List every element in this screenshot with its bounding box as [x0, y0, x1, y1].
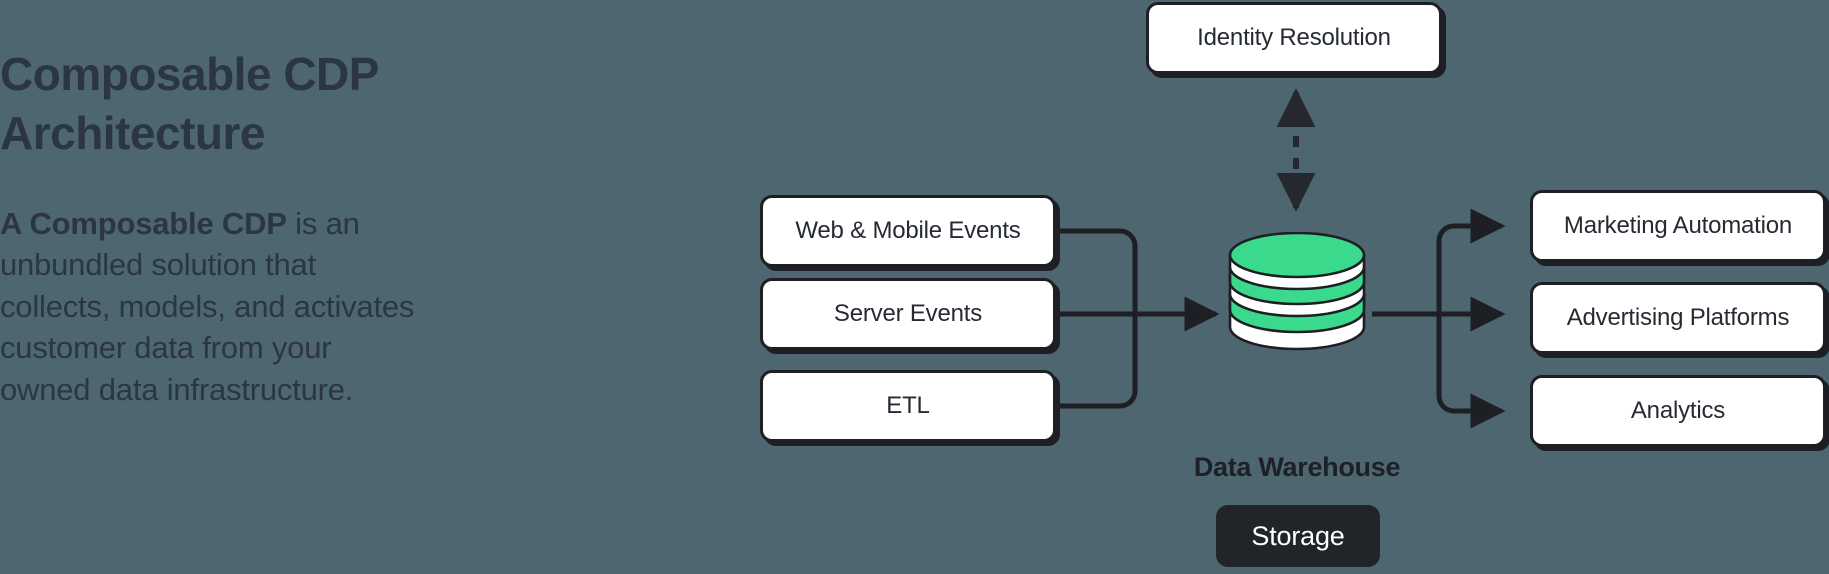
data-warehouse-label: Data Warehouse [1193, 452, 1401, 482]
node-identity-resolution[interactable]: Identity Resolution [1146, 2, 1442, 74]
node-advertising-platforms[interactable]: Advertising Platforms [1530, 282, 1826, 354]
storage-badge: Storage [1216, 505, 1380, 567]
node-marketing-automation[interactable]: Marketing Automation [1530, 190, 1826, 262]
source-connectors [1059, 228, 1138, 409]
storage-badge-label: Storage [1251, 520, 1345, 551]
node-web-mobile-events[interactable]: Web & Mobile Events [760, 195, 1056, 267]
node-analytics-label: Analytics [1630, 397, 1726, 424]
destination-connectors [1372, 208, 1506, 429]
intro-copy-block: Composable CDP Architecture A Composable… [0, 45, 430, 410]
node-web-mobile-events-label: Web & Mobile Events [795, 217, 1021, 244]
node-server-events-label: Server Events [833, 300, 983, 327]
node-etl-label: ETL [886, 392, 930, 419]
node-advertising-platforms-label: Advertising Platforms [1566, 304, 1790, 331]
node-analytics[interactable]: Analytics [1530, 375, 1826, 447]
database-icon [1227, 232, 1367, 357]
node-marketing-automation-label: Marketing Automation [1563, 212, 1793, 239]
intro-paragraph: A Composable CDP is an unbundled solutio… [0, 203, 430, 411]
node-etl[interactable]: ETL [760, 370, 1056, 442]
node-identity-resolution-label: Identity Resolution [1197, 24, 1391, 51]
intro-paragraph-rest: is an unbundled solution that collects, … [0, 205, 415, 407]
node-server-events[interactable]: Server Events [760, 278, 1056, 350]
intro-paragraph-emphasis: A Composable CDP [0, 205, 287, 241]
page-title: Composable CDP Architecture [0, 48, 379, 159]
